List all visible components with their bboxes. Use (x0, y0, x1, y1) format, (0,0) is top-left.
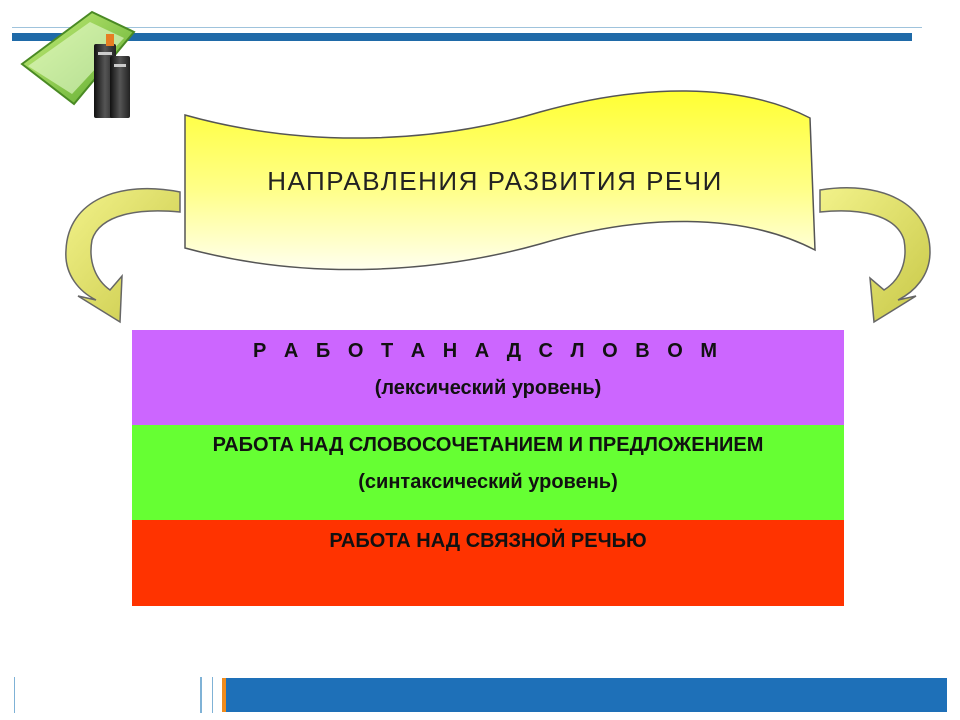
band-syntactic-subtitle: (синтаксический уровень) (358, 471, 618, 493)
footer-tick (200, 677, 202, 713)
footer-bar (222, 678, 947, 712)
footer-tick (212, 677, 213, 713)
title-banner-shape (184, 90, 816, 271)
header-thin-line (12, 27, 922, 28)
band-lexical-subtitle: (лексический уровень) (374, 377, 602, 399)
band-lexical-title: Р А Б О Т А Н А Д С Л О В О М (253, 340, 723, 362)
header-bar (12, 33, 912, 41)
right-curved-arrow-icon (819, 187, 931, 324)
band-syntactic-title: РАБОТА НАД СЛОВОСОЧЕТАНИЕМ И ПРЕДЛОЖЕНИЕ… (212, 434, 764, 456)
banner-graphic (65, 90, 931, 324)
banner-title: НАПРАВЛЕНИЯ РАЗВИТИЯ РЕЧИ (267, 166, 723, 196)
footer-tick (14, 677, 15, 713)
band-syntactic: РАБОТА НАД СЛОВОСОЧЕТАНИЕМ И ПРЕДЛОЖЕНИЕ… (132, 425, 844, 520)
band-coherent-speech-title: РАБОТА НАД СВЯЗНОЙ РЕЧЬЮ (329, 530, 647, 552)
footer-accent (222, 678, 226, 712)
books-logo-icon (20, 10, 136, 118)
band-coherent-speech: РАБОТА НАД СВЯЗНОЙ РЕЧЬЮ (132, 520, 844, 606)
left-curved-arrow-icon (65, 187, 181, 324)
band-lexical: Р А Б О Т А Н А Д С Л О В О М (лексическ… (132, 330, 844, 425)
